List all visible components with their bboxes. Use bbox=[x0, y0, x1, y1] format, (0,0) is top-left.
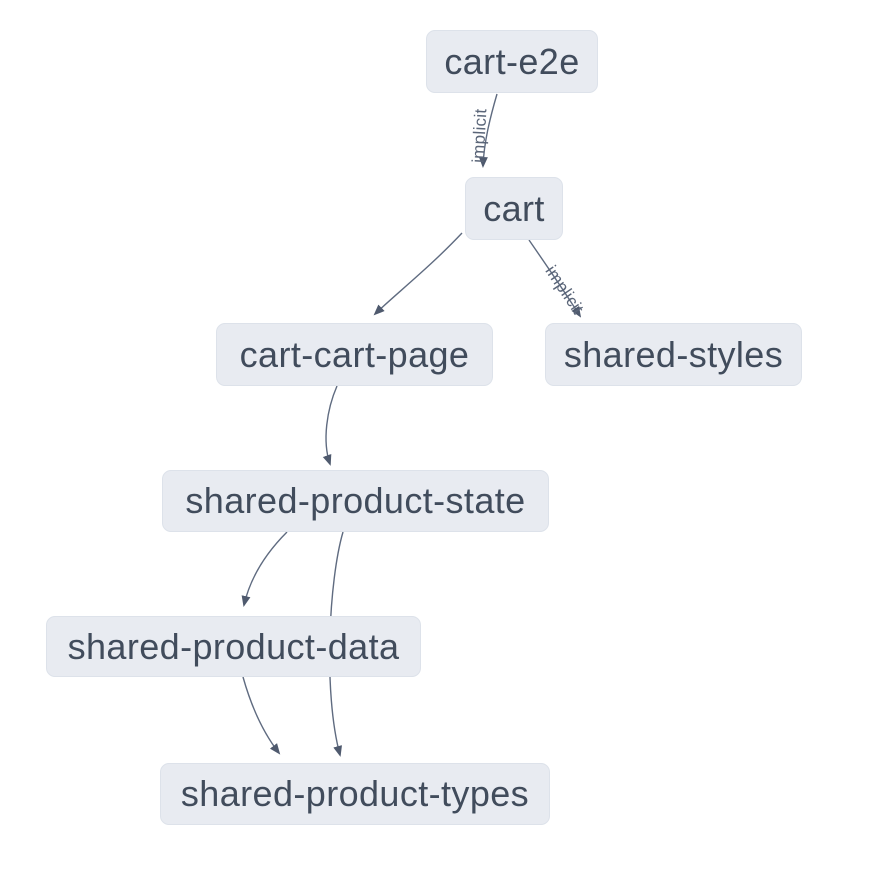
node-shared-styles[interactable]: shared-styles bbox=[545, 323, 802, 386]
node-cart-cart-page[interactable]: cart-cart-page bbox=[216, 323, 493, 386]
node-label-cart-e2e: cart-e2e bbox=[444, 40, 580, 82]
node-shared-product-data[interactable]: shared-product-data bbox=[46, 616, 421, 677]
node-cart[interactable]: cart bbox=[465, 177, 563, 240]
node-label-shared-product-types: shared-product-types bbox=[180, 773, 530, 814]
node-shared-product-state[interactable]: shared-product-state bbox=[162, 470, 549, 532]
edge-label-cart-to-shared-styles: implicit bbox=[541, 262, 587, 318]
edge-label-cart-e2e-to-cart: implicit bbox=[469, 108, 491, 163]
edge-shared-product-data-to-shared-product-types bbox=[242, 676, 281, 755]
node-label-cart-cart-page: cart-cart-page bbox=[239, 333, 470, 375]
node-shared-product-types[interactable]: shared-product-types bbox=[160, 763, 550, 825]
node-label-shared-styles: shared-styles bbox=[563, 333, 784, 375]
edge-shared-product-state-to-shared-product-data bbox=[241, 531, 288, 607]
edge-cart-to-shared-styles bbox=[528, 239, 582, 318]
edge-cart-e2e-to-cart bbox=[478, 93, 498, 168]
node-label-cart: cart bbox=[483, 187, 545, 229]
node-label-shared-product-data: shared-product-data bbox=[67, 625, 400, 667]
node-cart-e2e[interactable]: cart-e2e bbox=[426, 30, 598, 93]
edge-cart-to-cart-cart-page bbox=[373, 232, 463, 316]
edge-cart-cart-page-to-shared-product-state bbox=[322, 385, 338, 466]
node-label-shared-product-state: shared-product-state bbox=[185, 480, 526, 521]
